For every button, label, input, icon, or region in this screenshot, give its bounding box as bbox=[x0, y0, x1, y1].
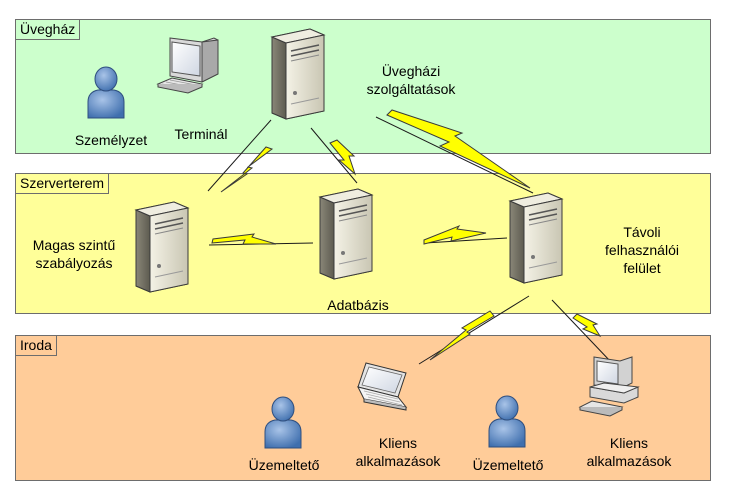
link-greenhouse-remote-ui bbox=[375, 116, 534, 194]
zone-greenhouse: Üvegház bbox=[15, 19, 711, 154]
client-apps-left-label-line1: Kliens bbox=[378, 435, 418, 451]
zone-server-room-label: Szerverterem bbox=[16, 174, 110, 194]
link-greenhouse-database bbox=[310, 127, 358, 184]
client-laptop-icon bbox=[357, 362, 407, 411]
greenhouse-services-server-icon bbox=[271, 28, 325, 120]
staff-user-icon bbox=[87, 66, 125, 119]
operator-left-label: Üzemeltető bbox=[248, 457, 320, 473]
lightning-bolt-remote-ui-client-left bbox=[429, 310, 495, 361]
client-apps-right-label: Kliens alkalmazások bbox=[579, 434, 679, 470]
terminal-label: Terminál bbox=[174, 126, 228, 142]
link-greenhouse-control bbox=[207, 119, 272, 192]
lightning-bolt-database-remote-ui bbox=[423, 224, 487, 245]
client-apps-right-label-line2: alkalmazások bbox=[586, 453, 672, 469]
operator-left-user-icon bbox=[264, 396, 302, 449]
high-level-control-server-icon bbox=[135, 201, 189, 293]
remote-ui-server-icon bbox=[509, 192, 563, 284]
staff-label: Személyzet bbox=[74, 132, 148, 148]
lightning-bolt-greenhouse-control bbox=[220, 146, 274, 193]
link-remote-ui-client-right bbox=[551, 299, 612, 363]
remote-ui-label-line1: Távoli bbox=[623, 224, 661, 240]
high-level-control-label: Magas szintű szabályozás bbox=[24, 236, 124, 272]
client-workstation-icon bbox=[579, 356, 639, 417]
link-database-remote-ui bbox=[424, 237, 508, 244]
operator-right-user-icon bbox=[488, 395, 526, 448]
client-apps-left-label-line2: alkalmazások bbox=[355, 453, 441, 469]
lightning-bolt-control-database bbox=[211, 233, 277, 245]
high-level-control-label-line2: szabályozás bbox=[35, 255, 113, 271]
link-remote-ui-client-left bbox=[418, 295, 530, 365]
terminal-computer-icon bbox=[157, 37, 219, 94]
operator-right-label: Üzemeltető bbox=[472, 457, 544, 473]
greenhouse-services-label: Üvegházi szolgáltatások bbox=[356, 62, 466, 98]
database-server-icon bbox=[319, 188, 373, 280]
database-label: Adatbázis bbox=[327, 297, 389, 313]
zone-office-label: Iroda bbox=[16, 336, 57, 356]
high-level-control-label-line1: Magas szintű bbox=[32, 237, 116, 253]
remote-ui-label-line2: felhasználói bbox=[605, 242, 679, 258]
lightning-bolt-greenhouse-remote-ui bbox=[386, 109, 531, 189]
lightning-bolt-greenhouse-database bbox=[329, 139, 357, 176]
greenhouse-services-label-line2: szolgáltatások bbox=[366, 81, 456, 97]
client-apps-left-label: Kliens alkalmazások bbox=[348, 434, 448, 470]
lightning-bolt-remote-ui-client-right bbox=[572, 313, 602, 338]
client-apps-right-label-line1: Kliens bbox=[609, 435, 649, 451]
remote-ui-label-line3: felület bbox=[623, 260, 661, 276]
zone-greenhouse-label: Üvegház bbox=[16, 20, 81, 40]
greenhouse-services-label-line1: Üvegházi bbox=[381, 63, 441, 79]
remote-ui-label: Távoli felhasználói felület bbox=[592, 223, 692, 277]
